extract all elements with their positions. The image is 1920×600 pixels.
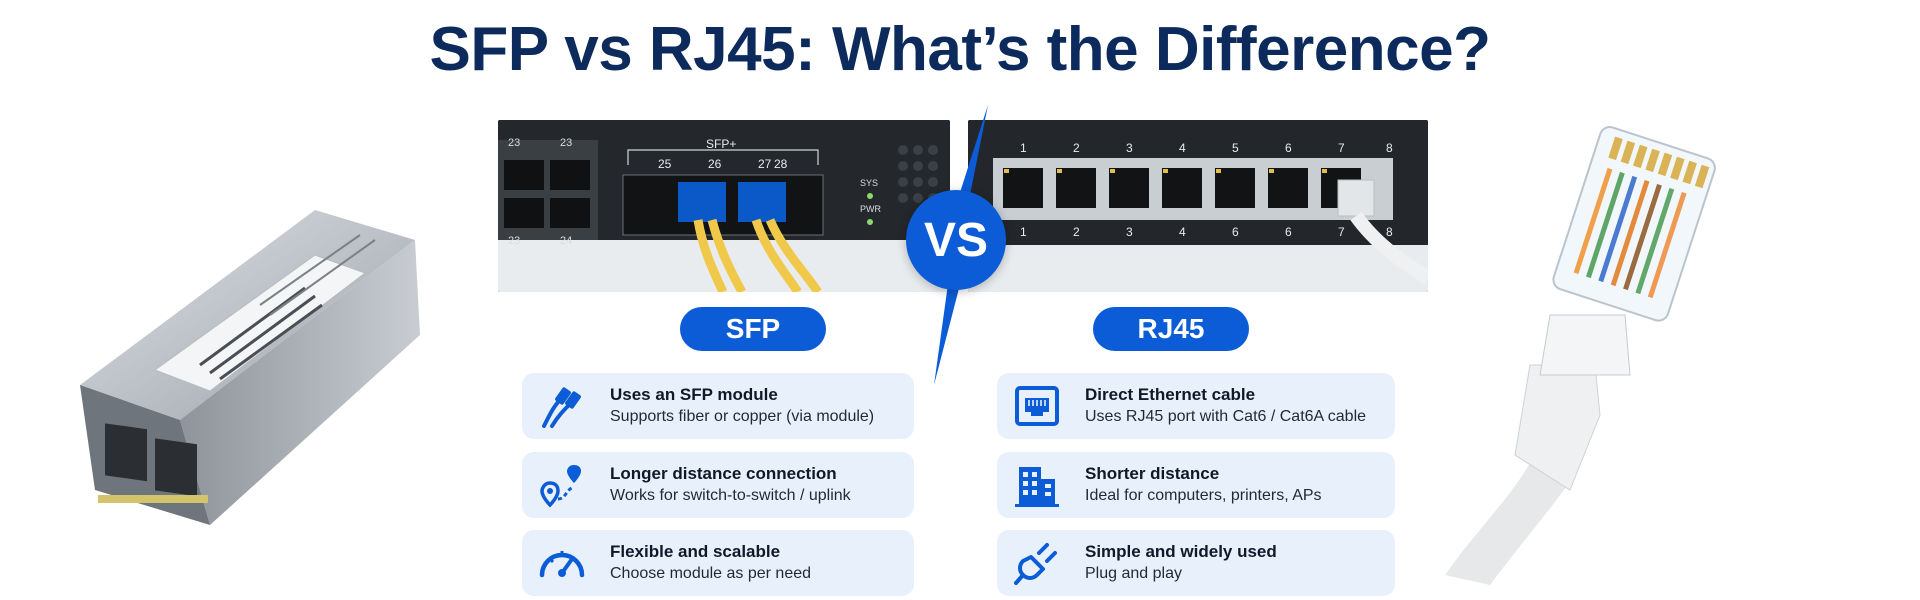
sfp-port-number: 23 (508, 235, 520, 247)
rj45-switch-panel: 1 2 3 4 5 6 7 8 1 2 3 4 6 6 7 8 (968, 120, 1428, 292)
ethernet-port-icon (1015, 386, 1059, 426)
route-location-icon (540, 465, 581, 508)
rj45-feature-card: Direct Ethernet cable Uses RJ45 port wit… (997, 373, 1395, 439)
feature-subtitle: Plug and play (1085, 565, 1182, 582)
feature-subtitle: Choose module as per need (610, 565, 812, 582)
sfp-feature-card: Flexible and scalable Choose module as p… (522, 530, 914, 596)
pwr-led-label: PWR (860, 204, 881, 214)
rj45-connector-image (1445, 126, 1716, 585)
feature-subtitle: Supports fiber or copper (via module) (610, 408, 875, 425)
rj45-port-number: 6 (1285, 225, 1292, 239)
feature-subtitle: Uses RJ45 port with Cat6 / Cat6A cable (1085, 408, 1367, 425)
rj45-port-number: 7 (1338, 225, 1345, 239)
rj45-port-number: 2 (1073, 225, 1080, 239)
sfp-module-image (80, 210, 420, 525)
feature-title: Uses an SFP module (610, 385, 778, 404)
rj45-port-number: 3 (1126, 225, 1133, 239)
sfp-port-number: 28 (774, 157, 788, 171)
rj45-port-number: 1 (1020, 225, 1027, 239)
sfp-feature-card: Uses an SFP module Supports fiber or cop… (522, 373, 914, 439)
vs-badge: VS (906, 190, 1006, 290)
rj45-port-number: 4 (1179, 141, 1186, 155)
page-title: SFP vs RJ45: What’s the Difference? (429, 15, 1491, 84)
feature-title: Direct Ethernet cable (1085, 385, 1256, 404)
building-icon (1015, 467, 1059, 507)
sfp-label-pill: SFP (680, 307, 826, 351)
plug-icon (1014, 543, 1057, 585)
rj45-port-number: 6 (1232, 225, 1239, 239)
fiber-cable-icon (542, 387, 581, 428)
sfp-port-number: 23 (508, 137, 520, 149)
sfp-feature-card: Longer distance connection Works for swi… (522, 452, 914, 518)
rj45-port-number: 5 (1232, 141, 1239, 155)
feature-title: Longer distance connection (610, 464, 837, 483)
rj45-port-number: 1 (1020, 141, 1027, 155)
speedometer-icon (539, 551, 585, 578)
feature-title: Flexible and scalable (610, 542, 781, 561)
rj45-port-number: 2 (1073, 141, 1080, 155)
sfp-port-number: 25 (658, 157, 672, 171)
rj45-port-number: 3 (1126, 141, 1133, 155)
rj45-label-pill: RJ45 (1093, 307, 1249, 351)
feature-subtitle: Works for switch-to-switch / uplink (610, 487, 851, 504)
sfp-switch-panel: 23 23 23 24 SFP+ 25 26 27 28 SYS PWR (498, 120, 950, 292)
sfp-group-label: SFP+ (706, 137, 736, 151)
sfp-port-number: 23 (560, 137, 572, 149)
rj45-port-number: 8 (1386, 141, 1393, 155)
rj45-feature-card: Simple and widely used Plug and play (997, 530, 1395, 596)
rj45-port-number: 6 (1285, 141, 1292, 155)
feature-subtitle: Ideal for computers, printers, APs (1085, 487, 1322, 504)
sfp-port-number: 27 (758, 157, 772, 171)
rj45-port-number: 7 (1338, 141, 1345, 155)
rj45-port-number: 8 (1386, 225, 1393, 239)
sys-led-label: SYS (860, 178, 878, 188)
feature-title: Simple and widely used (1085, 542, 1277, 561)
rj45-port-number: 4 (1179, 225, 1186, 239)
feature-title: Shorter distance (1085, 464, 1220, 483)
rj45-feature-card: Shorter distance Ideal for computers, pr… (997, 452, 1395, 518)
sfp-port-number: 24 (560, 235, 572, 247)
sfp-port-number: 26 (708, 157, 722, 171)
